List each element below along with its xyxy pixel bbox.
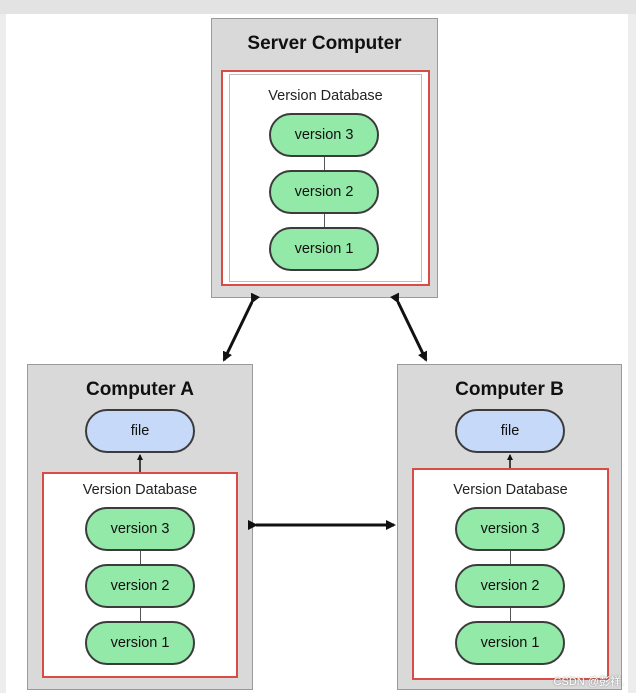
computer-b-database-title: Version Database — [453, 482, 568, 498]
server-version-3: version 3 — [269, 113, 379, 157]
computer-b-file: file — [455, 409, 565, 453]
watermark: CSDN @彭祥. — [553, 676, 624, 688]
computer-a-version-2: version 2 — [85, 564, 195, 608]
top-strip — [0, 0, 636, 14]
computer-a-title: Computer A — [85, 379, 195, 400]
computer-b-version-1: version 1 — [455, 621, 565, 665]
server-version-1: version 1 — [269, 227, 379, 271]
server-database-title: Version Database — [268, 88, 383, 104]
arrow-server-to-computer-a — [222, 292, 260, 362]
computer-a-file: file — [85, 409, 195, 453]
computer-b-version-2: version 2 — [455, 564, 565, 608]
server-database-inner-frame — [229, 74, 422, 282]
server-version-2: version 2 — [269, 170, 379, 214]
server-computer-title: Server Computer — [247, 33, 402, 54]
arrow-server-to-computer-b — [390, 292, 428, 362]
computer-b-version-3: version 3 — [455, 507, 565, 551]
computer-a-database-title: Version Database — [82, 482, 198, 498]
computer-a-version-3: version 3 — [85, 507, 195, 551]
computer-a-version-1: version 1 — [85, 621, 195, 665]
computer-b-title: Computer B — [455, 379, 564, 400]
